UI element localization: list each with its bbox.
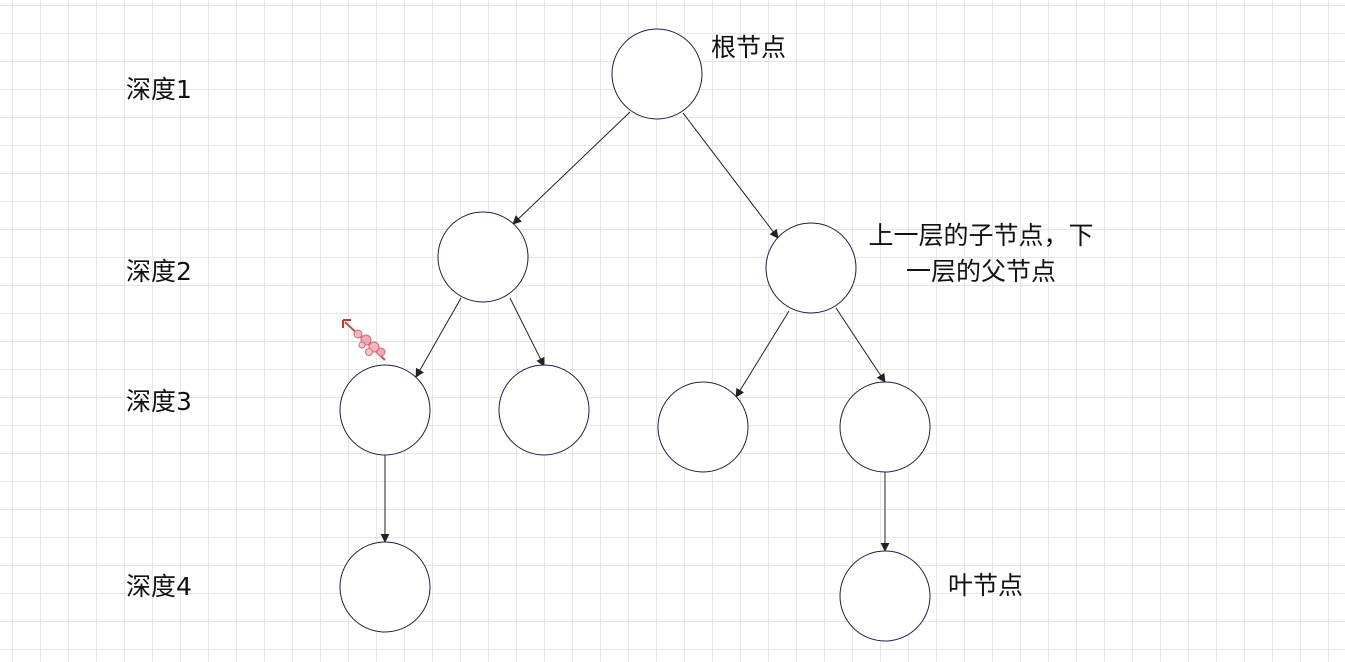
node-depth3-a[interactable]	[339, 364, 431, 456]
depth-label-1: 深度1	[126, 75, 192, 104]
node-depth2-left[interactable]	[437, 211, 529, 303]
edge-left-rightchild	[509, 297, 545, 367]
depth-label-4: 深度4	[126, 572, 192, 601]
root-annotation: 根节点	[711, 33, 787, 62]
edge-root-right	[682, 112, 779, 239]
flower-branch-cursor-icon	[342, 319, 386, 361]
middle-annotation-line1: 上一层的子节点，下	[868, 221, 1094, 250]
edges	[380, 111, 890, 552]
edge-right-leftchild	[735, 310, 790, 398]
edge-left-leftchild	[415, 297, 462, 378]
depth-label-3: 深度3	[126, 387, 192, 416]
edge-root-left	[512, 111, 631, 225]
node-depth3-b[interactable]	[498, 364, 590, 456]
node-root[interactable]	[611, 28, 703, 120]
nodes	[339, 28, 931, 642]
edge-right-rightchild	[835, 307, 886, 383]
node-depth4-right[interactable]	[839, 550, 931, 642]
node-depth4-left[interactable]	[339, 541, 431, 633]
node-depth3-c[interactable]	[657, 381, 749, 473]
leaf-annotation: 叶节点	[948, 571, 1024, 600]
middle-annotation-line2: 一层的父节点	[905, 257, 1056, 286]
depth-label-2: 深度2	[126, 257, 192, 286]
node-depth3-d[interactable]	[839, 381, 931, 473]
node-depth2-right[interactable]	[765, 222, 857, 314]
